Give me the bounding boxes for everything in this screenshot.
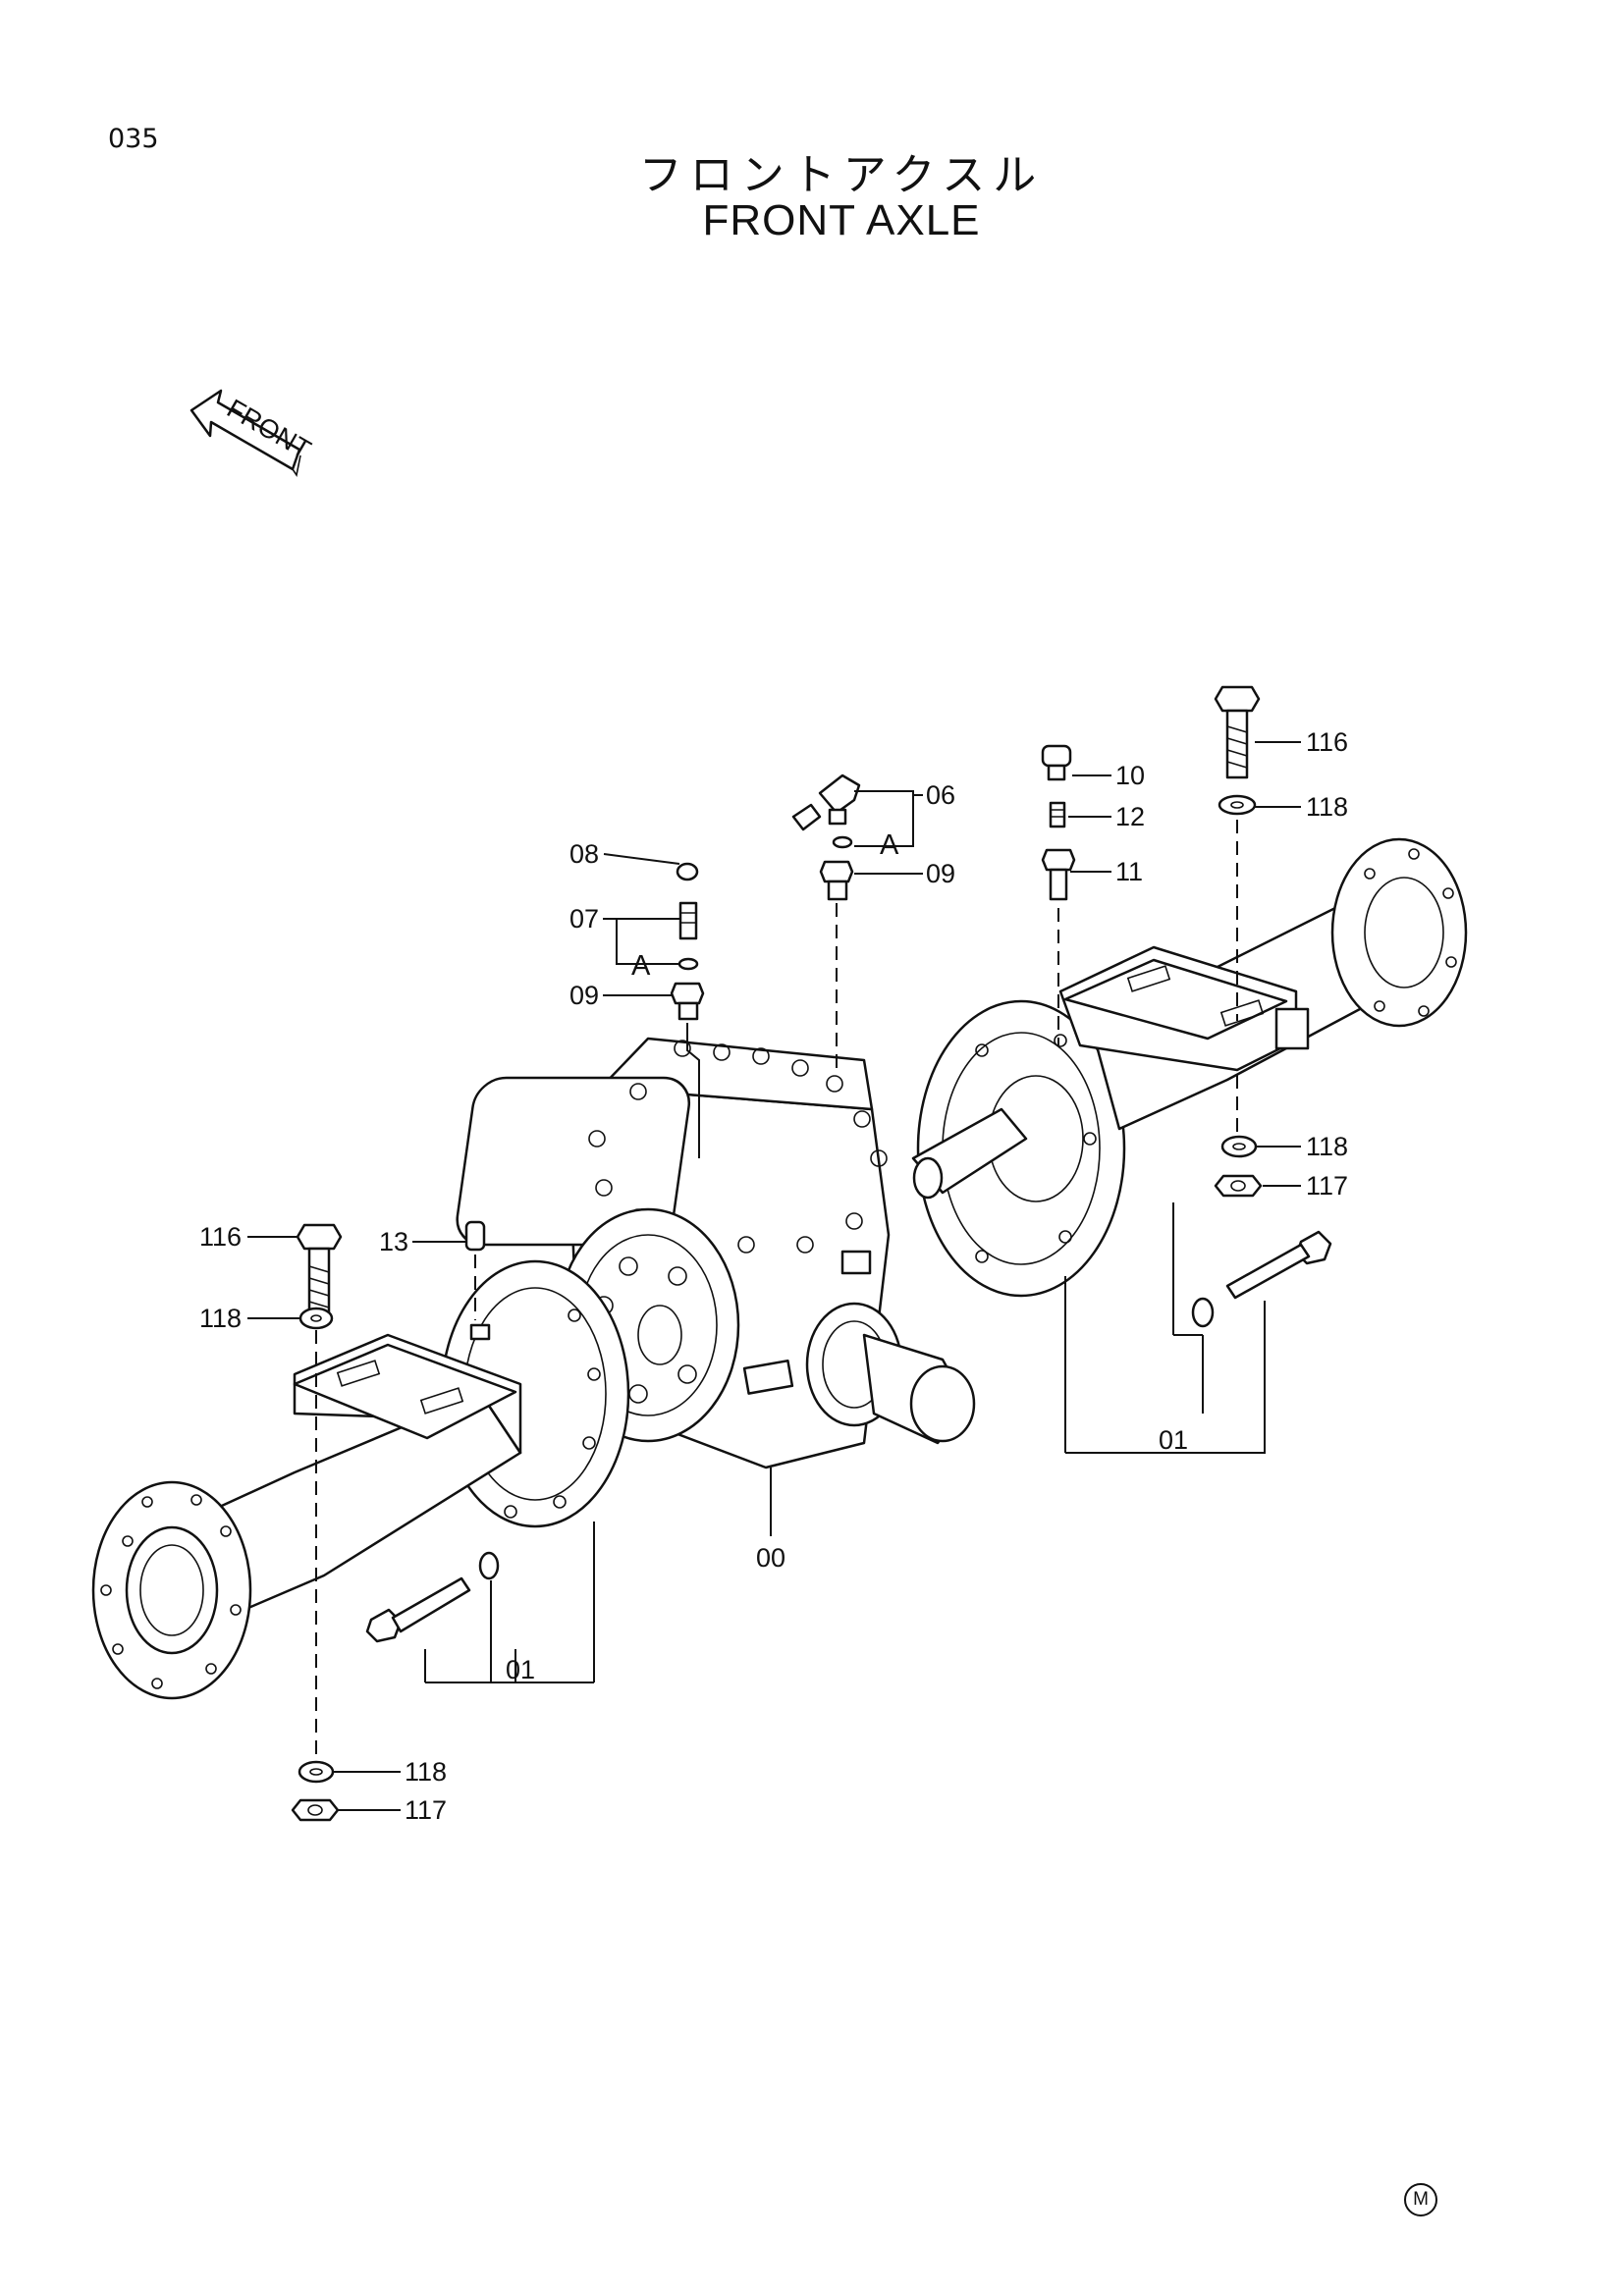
callout-01-left: 01 — [506, 1655, 535, 1684]
right-axle-housing — [911, 837, 1468, 1298]
nut-117-right — [1214, 1174, 1263, 1198]
callout-116-left: 116 — [199, 1222, 242, 1252]
callout-a-top: A — [880, 829, 899, 861]
callout-00: 00 — [756, 1543, 785, 1573]
callout-118-right-bottom: 118 — [1306, 1132, 1348, 1161]
page-title-japanese: フロントアクスル — [638, 150, 1045, 200]
callout-06: 06 — [926, 780, 955, 810]
washer-118-right-top — [1218, 794, 1257, 816]
nut-117-left — [291, 1798, 340, 1822]
callout-09-right: 09 — [926, 859, 955, 888]
assembly-center-lines — [315, 820, 1238, 1757]
breather-13 — [464, 1220, 486, 1252]
fitting-11 — [1041, 848, 1076, 901]
callout-118-left-top: 118 — [199, 1304, 242, 1333]
callout-11: 11 — [1115, 857, 1143, 886]
circled-m-mark: M — [1404, 2183, 1437, 2216]
page-title-english: FRONT AXLE — [702, 196, 981, 244]
washer-118-left-top — [298, 1307, 334, 1330]
adapter-09-left — [670, 982, 705, 1021]
callout-07: 07 — [569, 904, 599, 934]
callout-116-right: 116 — [1306, 727, 1348, 757]
left-axle-housing — [91, 1259, 630, 1700]
elbow-fitting-06 — [818, 774, 861, 849]
callout-12: 12 — [1115, 802, 1145, 831]
leader-lines — [247, 741, 1301, 1811]
long-bolt-left — [365, 1551, 500, 1643]
spring-12 — [1049, 801, 1066, 828]
callout-118-left-bottom: 118 — [405, 1757, 447, 1787]
callout-13: 13 — [379, 1227, 408, 1256]
callout-labels: 116 118 10 12 11 06 A 09 08 07 A 09 118 … — [199, 727, 1348, 1825]
fitting-07 — [677, 901, 699, 971]
washer-118-left-bottom — [298, 1760, 335, 1784]
callout-118-right-top: 118 — [1306, 792, 1348, 822]
adapter-09-right — [819, 860, 854, 901]
callout-117-right: 117 — [1306, 1171, 1348, 1201]
callout-10: 10 — [1115, 761, 1145, 790]
page-number: 035 — [108, 124, 159, 154]
callout-01-right: 01 — [1159, 1425, 1188, 1455]
front-direction-arrow: FRONT — [189, 389, 316, 478]
long-bolt-right — [1191, 1230, 1332, 1328]
callout-09-left: 09 — [569, 981, 599, 1010]
bolt-116-left — [296, 1223, 343, 1317]
callout-08: 08 — [569, 839, 599, 869]
fitting-10 — [1041, 744, 1072, 781]
callout-117-left: 117 — [405, 1795, 447, 1825]
washer-118-right-bottom — [1220, 1135, 1258, 1158]
callout-a-left: A — [631, 950, 651, 982]
pipe-08 — [676, 803, 822, 881]
bolt-116-right — [1214, 685, 1261, 779]
